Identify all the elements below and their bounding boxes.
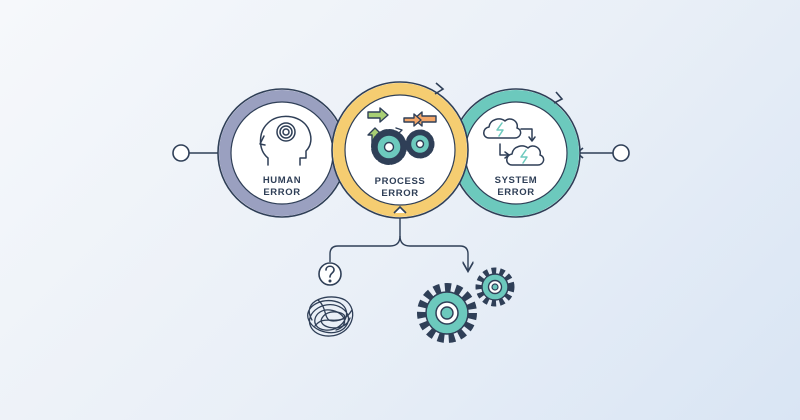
process-error-node: PROCESS ERROR <box>331 81 469 219</box>
head-spiral-icon <box>259 115 312 166</box>
right-input-connector <box>575 144 630 162</box>
left-input-connector <box>172 144 226 162</box>
system-error-label-line2: ERROR <box>497 187 534 198</box>
system-cycle-arrow-icon <box>553 91 564 104</box>
human-error-node: HUMAN ERROR <box>217 88 347 218</box>
process-gears-arrows-icon <box>367 107 437 165</box>
gears-icon <box>417 267 515 343</box>
system-error-label-line1: SYSTEM <box>495 175 538 186</box>
process-output-marker-icon <box>393 205 407 214</box>
system-error-node: SYSTEM ERROR <box>451 88 581 218</box>
cloud-sync-icon <box>483 118 545 166</box>
human-error-label-line1: HUMAN <box>263 175 301 186</box>
process-cycle-arrow-icon <box>434 82 445 95</box>
branch-connectors <box>329 218 468 270</box>
process-error-label-line1: PROCESS <box>375 176 426 187</box>
human-error-label-line2: ERROR <box>263 187 300 198</box>
question-scribble-icon <box>307 262 354 337</box>
process-error-label-line2: ERROR <box>381 188 418 199</box>
